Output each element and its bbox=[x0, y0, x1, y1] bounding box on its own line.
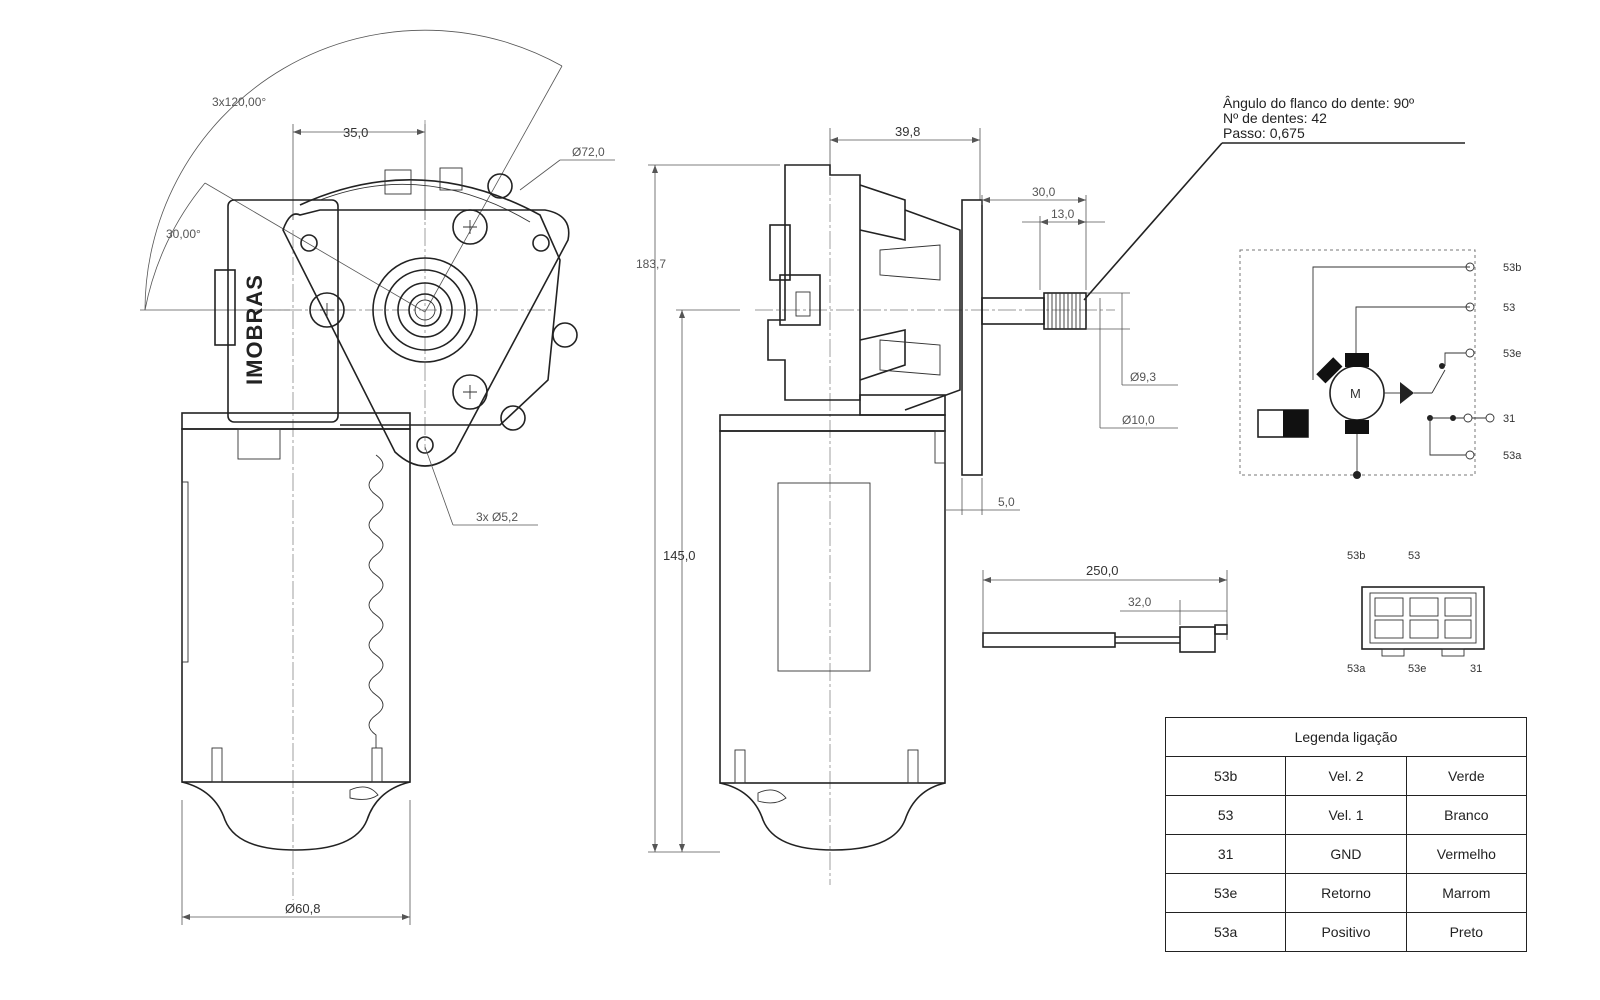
connector-face bbox=[1361, 586, 1485, 650]
connector-length-label: 32,0 bbox=[1128, 595, 1152, 609]
gear-spec-teeth: Nº de dentes: 42 bbox=[1223, 110, 1327, 126]
screw bbox=[309, 292, 345, 328]
hole-diameter-label: 3x Ø5,2 bbox=[476, 510, 518, 524]
angle-offset-label: 30,00° bbox=[166, 227, 201, 241]
legend-wire-color: Marrom bbox=[1405, 873, 1528, 913]
cable-length-label: 250,0 bbox=[1086, 563, 1119, 578]
pin-53e: 53e bbox=[1503, 348, 1521, 360]
legend-title: Legenda ligação bbox=[1165, 717, 1527, 757]
mount-flange bbox=[961, 199, 983, 476]
table-row: 53b Vel. 2 Verde bbox=[1164, 756, 1528, 796]
legend-wire-color: Vermelho bbox=[1405, 834, 1528, 874]
conn-pin-31: 31 bbox=[1470, 663, 1482, 675]
output-shaft bbox=[981, 297, 1045, 325]
pin-31: 31 bbox=[1503, 413, 1515, 425]
table-row: 53 Vel. 1 Branco bbox=[1164, 795, 1528, 835]
wiring-schematic: M 53b 53 53e 31 53a bbox=[1239, 249, 1522, 479]
legend-function: Vel. 1 bbox=[1285, 795, 1407, 835]
flange-thickness-label: 5,0 bbox=[998, 495, 1015, 509]
legend-function: Vel. 2 bbox=[1285, 756, 1407, 796]
table-row: 53e Retorno Marrom bbox=[1164, 873, 1528, 913]
legend-terminal: 31 bbox=[1164, 834, 1287, 874]
gearbox-housing bbox=[767, 164, 861, 401]
gearbox-depth-label: 39,8 bbox=[895, 124, 920, 139]
gear-spec-pitch: Passo: 0,675 bbox=[1223, 125, 1305, 141]
connector-pinout: 53b 53 53a 53e 31 bbox=[1347, 550, 1485, 675]
motor-label: M bbox=[1350, 386, 1361, 401]
flange-diameter-label: Ø72,0 bbox=[572, 145, 605, 159]
gear-spec-angle: Ângulo do flanco do dente: 90º bbox=[1223, 95, 1414, 111]
conn-pin-53e: 53e bbox=[1408, 663, 1426, 675]
legend-terminal: 53b bbox=[1164, 756, 1287, 796]
legend-wire-color: Branco bbox=[1405, 795, 1528, 835]
motor-body bbox=[181, 428, 411, 783]
conn-pin-53: 53 bbox=[1408, 550, 1420, 562]
connection-legend-table: Legenda ligação 53b Vel. 2 Verde 53 Vel.… bbox=[1164, 717, 1528, 952]
legend-wire-color: Preto bbox=[1405, 912, 1528, 952]
pin-53a: 53a bbox=[1503, 450, 1522, 462]
angle-pattern-label: 3x120,00° bbox=[212, 95, 266, 109]
pin-53: 53 bbox=[1503, 302, 1515, 314]
cable-drawing: 250,0 32,0 bbox=[982, 563, 1228, 653]
motor-body-side bbox=[719, 430, 946, 784]
motor-height-label: 145,0 bbox=[663, 548, 696, 563]
motor-label-area bbox=[777, 482, 871, 672]
legend-terminal: 53a bbox=[1164, 912, 1287, 952]
shaft-diameter-label: Ø10,0 bbox=[1122, 413, 1155, 427]
table-row: 53a Positivo Preto bbox=[1164, 912, 1528, 952]
screw bbox=[452, 209, 488, 245]
pin-53b: 53b bbox=[1503, 262, 1521, 274]
shaft-offset-label: 35,0 bbox=[343, 125, 368, 140]
cable-connector bbox=[1179, 626, 1216, 653]
total-height-label: 183,7 bbox=[636, 257, 666, 271]
screw bbox=[452, 374, 488, 410]
legend-function: Positivo bbox=[1285, 912, 1407, 952]
legend-function: GND bbox=[1285, 834, 1407, 874]
front-view: 3x120,00° 30,00° 35,0 IMOBRAS bbox=[140, 29, 615, 925]
shaft-length-label: 30,0 bbox=[1032, 185, 1056, 199]
conn-pin-53b: 53b bbox=[1347, 550, 1365, 562]
spline bbox=[1043, 292, 1087, 330]
legend-wire-color: Verde bbox=[1405, 756, 1528, 796]
legend-terminal: 53e bbox=[1164, 873, 1287, 913]
triangular-flange bbox=[282, 209, 570, 467]
legend-function: Retorno bbox=[1285, 873, 1407, 913]
brand-logo: IMOBRAS bbox=[242, 274, 267, 385]
spline-diameter-label: Ø9,3 bbox=[1130, 370, 1156, 384]
table-row: 31 GND Vermelho bbox=[1164, 834, 1528, 874]
side-view: 183,7 145,0 39,8 bbox=[636, 95, 1465, 885]
legend-terminal: 53 bbox=[1164, 795, 1287, 835]
angle-arc-120 bbox=[144, 29, 563, 311]
angle-arc-30 bbox=[144, 182, 206, 311]
conn-pin-53a: 53a bbox=[1347, 663, 1366, 675]
spline-length-label: 13,0 bbox=[1051, 207, 1075, 221]
body-diameter-label: Ø60,8 bbox=[285, 901, 320, 916]
motor-end-cap bbox=[181, 781, 411, 851]
